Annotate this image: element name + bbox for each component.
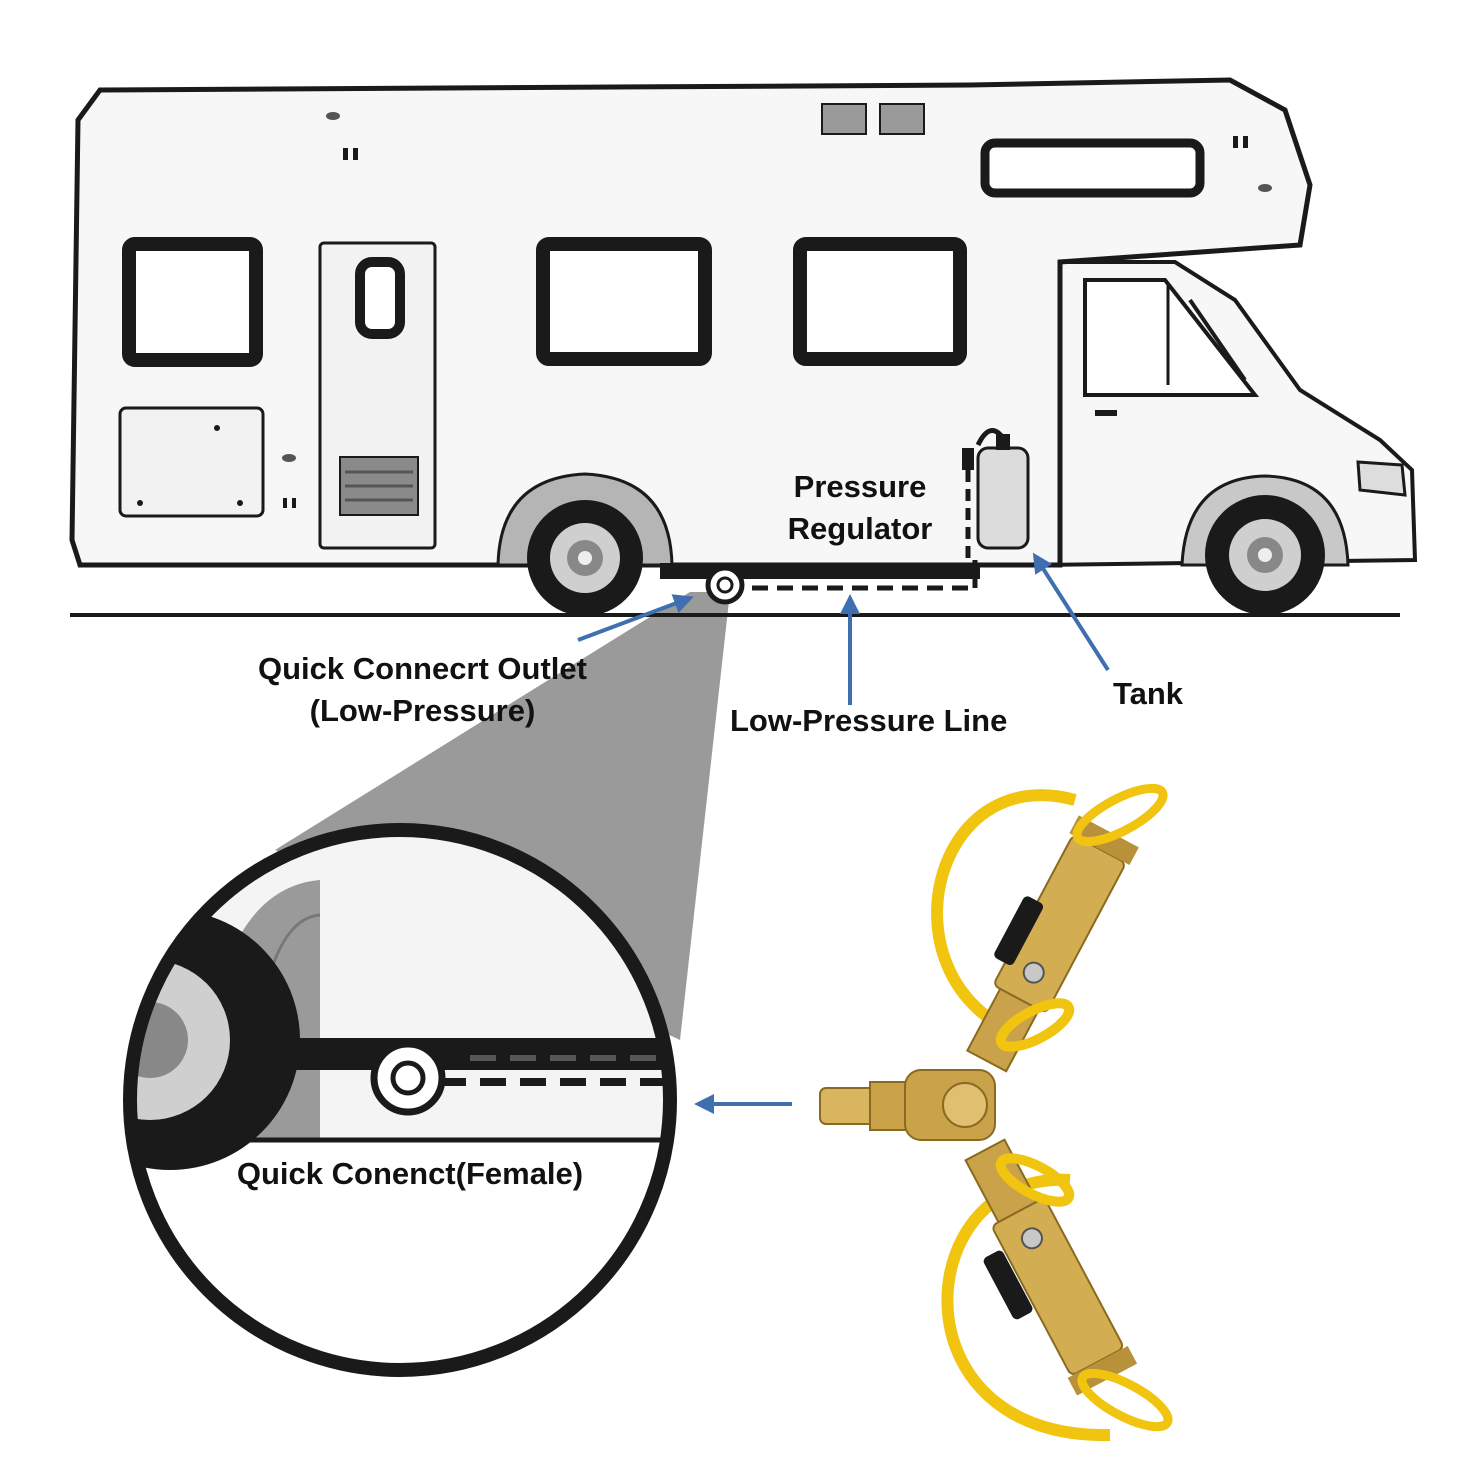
label-tank: Tank — [1113, 676, 1184, 711]
label-pressure-regulator-line1: Pressure — [793, 469, 927, 504]
label-pressure-regulator-line2: Regulator — [787, 511, 933, 546]
label-quick-connect-outlet-line1: Quick Connecrt Outlet — [258, 651, 587, 686]
front-wheel — [1205, 495, 1325, 615]
rear-wheel — [527, 500, 643, 616]
brass-y-splitter-icon — [819, 783, 1173, 1442]
label-low-pressure-line: Low-Pressure Line — [730, 703, 1008, 738]
magnifier-circle-icon — [123, 823, 677, 1377]
label-pressure-regulator: Pressure Regulator — [770, 466, 950, 550]
label-quick-connect-outlet: Quick Connecrt Outlet (Low-Pressure) — [215, 648, 630, 732]
propane-tank-icon — [962, 428, 1030, 560]
label-quick-connect-female: Quick Conenct(Female) — [236, 1156, 584, 1191]
rv-motorhome-icon — [69, 77, 1418, 617]
arrow-tank — [1032, 552, 1110, 672]
arrow-outlet — [577, 594, 694, 642]
label-quick-connect-outlet-line2: (Low-Pressure) — [309, 693, 536, 728]
